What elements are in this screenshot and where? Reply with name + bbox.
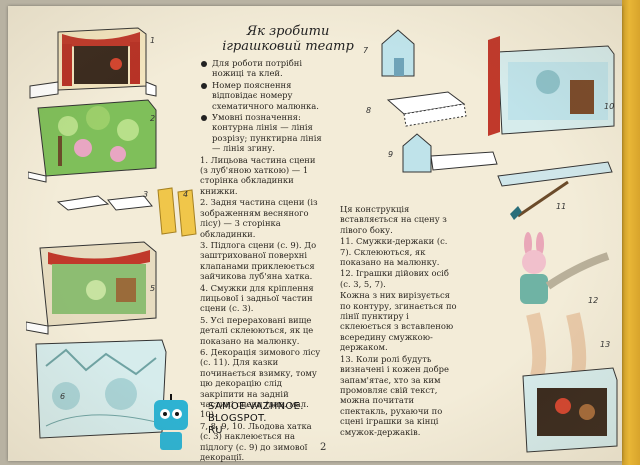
title-line-1: Як зробити <box>246 24 330 39</box>
spring-forest-panel-illustration <box>28 99 157 183</box>
instruction-step: 4. Смужки для кріплення лицьової і заднь… <box>200 282 314 314</box>
figure-number: 1 <box>150 36 156 45</box>
figure-number: 7 <box>363 46 369 55</box>
winter-forest-illustration <box>35 339 167 439</box>
hands-performing-illustration <box>522 312 618 453</box>
instruction-step: Ця конструкція вставляється на сцену з л… <box>340 204 447 235</box>
assembled-stage-illustration <box>26 241 157 335</box>
book-spine <box>622 0 640 465</box>
instruction-step: 5. Усі перераховані вище деталі склеюють… <box>200 314 314 346</box>
instruction-step: 3. Підлога сцени (с. 9). До заштриховано… <box>200 239 317 282</box>
robot-logo-icon <box>154 394 188 450</box>
figure-number: 5 <box>150 284 156 293</box>
title-line-2: іграшковий театр <box>222 39 354 54</box>
instruction-bullet: Номер пояснення відповідає номеру схемат… <box>200 80 322 111</box>
instruction-step: 11. Смужки-держаки (с. 7). Склеюються, я… <box>340 236 448 268</box>
instruction-step: 13. Коли ролі будуть визначені і кожен д… <box>340 353 449 437</box>
stage-floor-strips-illustration <box>56 187 197 237</box>
watermark-text: SAMOE-VAZHNOE. BLOGSPOT. RU <box>208 401 304 437</box>
figure-number: 10 <box>604 102 615 111</box>
watermark-line-1: SAMOE-VAZHNOE. <box>208 401 304 412</box>
figure-number: 3 <box>143 190 149 199</box>
instruction-step: 6. Декорація зимового лісу (с. 11). Для … <box>200 346 321 420</box>
floor-net-illustration <box>386 91 467 127</box>
instruction-step: 1. Лицьова частина сцени (з луб'яною хат… <box>200 154 316 196</box>
figure-number: 4 <box>183 190 189 199</box>
stage-front-illustration <box>29 27 157 99</box>
figure-number: 8 <box>366 106 372 115</box>
figure-number: 6 <box>60 392 66 401</box>
figure-number: 13 <box>600 340 611 349</box>
instructions-column-right: Ця конструкція вставляється на сцену з л… <box>340 204 458 438</box>
figure-number: 12 <box>588 296 599 305</box>
instruction-step: 2. Задня частина сцени (із зображенням в… <box>200 197 318 239</box>
ice-house-illustration <box>381 29 415 77</box>
page-sheet: Як зробити іграшковий театр Для роботи п… <box>8 6 622 463</box>
instruction-bullet: Умовні позначення: контурна лінія — ліні… <box>200 112 322 154</box>
instruction-step: Кожна з них вирізується по контуру, згин… <box>340 290 457 353</box>
watermark-line-2: BLOGSPOT. <box>208 413 267 424</box>
figure-number: 2 <box>150 114 156 123</box>
watermark-line-3: RU <box>208 425 223 436</box>
strips-with-brush-illustration <box>497 161 613 220</box>
winter-stage-box-illustration <box>488 36 615 136</box>
figure-number: 11 <box>556 202 567 211</box>
figure-number: 9 <box>388 150 394 159</box>
bunny-toy-illustration <box>520 232 610 304</box>
instruction-step: 12. Іграшки дійових осіб (с. 3, 5, 7). <box>340 268 449 289</box>
instruction-bullet: Для роботи потрібні ножиці та клей. <box>200 58 322 79</box>
house-on-floor-illustration <box>402 133 498 173</box>
instructions-column-middle: Для роботи потрібні ножиці та клей. Номе… <box>200 58 322 463</box>
instruction-step: 7, 8, 9, 10. Льодова хатка (с. 3) наклею… <box>200 420 312 463</box>
page-number: 2 <box>320 442 327 453</box>
page-title: Як зробити іграшковий театр <box>208 24 368 54</box>
